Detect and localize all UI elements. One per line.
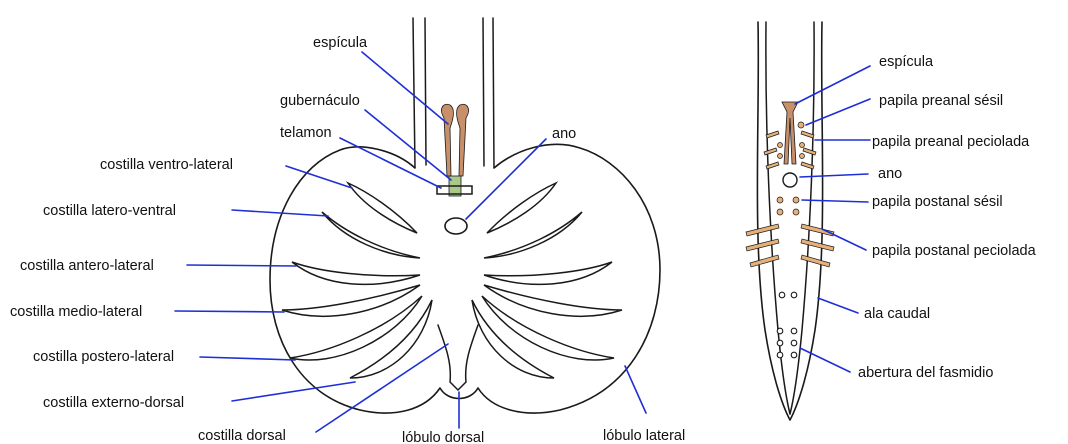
label-lobulo-dorsal: lóbulo dorsal [402, 430, 484, 444]
spicules [442, 104, 469, 176]
tail-outline [757, 22, 822, 420]
body-tube [413, 18, 494, 168]
label-papila-preanal-peciolada: papila preanal peciolada [872, 134, 1030, 150]
label-costilla-postero-lateral: costilla postero-lateral [33, 349, 174, 365]
ano-circle [445, 218, 467, 234]
label-costilla-ventro-lateral: costilla ventro-lateral [100, 157, 233, 173]
label-papila-postanal-sesil: papila postanal sésil [872, 194, 1003, 210]
label-costilla-antero-lateral: costilla antero-lateral [20, 258, 154, 274]
label-costilla-medio-lateral: costilla medio-lateral [10, 304, 142, 320]
label-ala-caudal: ala caudal [864, 306, 930, 322]
label-abertura-fasmidio: abertura del fasmidio [858, 365, 993, 381]
tail-ventral-figure: espícula papila preanal sésil papila pre… [746, 22, 1037, 420]
label-costilla-latero-ventral: costilla latero-ventral [43, 203, 176, 219]
right-labels: espícula papila preanal sésil papila pre… [858, 54, 1037, 381]
label-espicula: espícula [313, 35, 368, 51]
label-tail-espicula: espícula [879, 54, 934, 70]
label-costilla-dorsal: costilla dorsal [198, 428, 286, 444]
label-gubernaculo: gubernáculo [280, 93, 360, 109]
label-tail-ano: ano [878, 166, 902, 182]
label-ano: ano [552, 126, 576, 142]
label-telamon: telamon [280, 125, 332, 141]
label-papila-postanal-peciolada: papila postanal peciolada [872, 243, 1037, 259]
spicule-right [457, 104, 469, 176]
label-papila-preanal-sesil: papila preanal sésil [879, 93, 1003, 109]
label-costilla-externo-dorsal: costilla externo-dorsal [43, 395, 184, 411]
copulatory-bursa-figure: espícula gubernáculo telamon ano costill… [10, 18, 685, 444]
tail-ano-circle [783, 173, 797, 187]
label-lobulo-lateral: lóbulo lateral [603, 428, 685, 444]
spicule-left [442, 104, 454, 176]
